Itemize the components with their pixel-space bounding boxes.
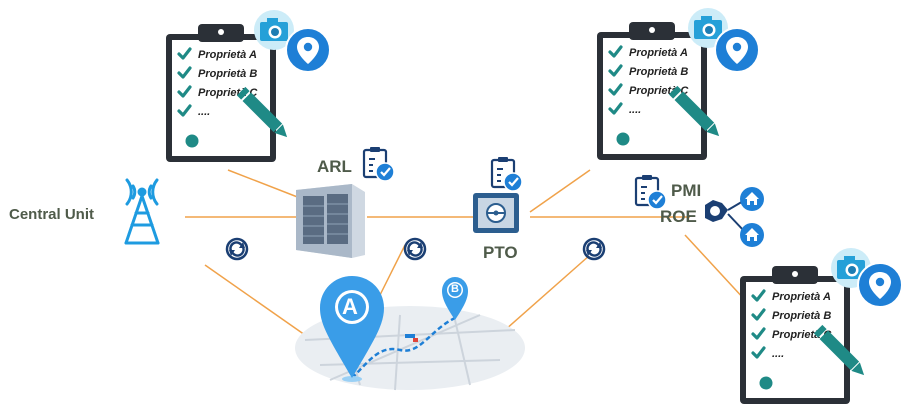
checklist-item: Proprietà A: [772, 291, 831, 303]
checklist-item: Proprietà B: [198, 68, 257, 80]
checklist-item: Proprietà A: [629, 47, 688, 59]
checklist-card: Proprietà A Proprietà B Proprietà C ....: [164, 22, 278, 164]
house-icon: [740, 187, 764, 211]
sync-icon: [582, 237, 606, 261]
house-icon: [740, 223, 764, 247]
roe-splitter-icon: [705, 199, 746, 233]
cabinet-icon: [296, 184, 365, 258]
clipboard-check-icon: [490, 155, 524, 193]
map-marker-b: [442, 277, 468, 320]
location-pin-icon: [857, 262, 903, 308]
antenna-icon: [124, 178, 160, 245]
pto-label: PTO: [483, 243, 518, 262]
checklist-item: Proprietà A: [198, 49, 257, 61]
pto-box-icon: [473, 193, 519, 233]
marker-a-label: A: [342, 294, 358, 319]
roe-label: ROE: [660, 207, 697, 226]
checklist-card: Proprietà A Proprietà B Proprietà C ....: [738, 264, 852, 406]
checklist-item: Proprietà B: [629, 66, 688, 78]
pmi-label: PMI: [671, 181, 702, 200]
clipboard-check-icon: [634, 173, 668, 211]
arl-label: ARL: [317, 157, 352, 176]
checklist-item: ....: [772, 348, 784, 360]
central-unit-label: Central Unit: [9, 206, 95, 223]
checklist-item: ....: [629, 104, 641, 116]
sync-icon: [225, 237, 249, 261]
sync-icon: [403, 237, 427, 261]
location-pin-icon: [285, 27, 331, 73]
connector-lines: [185, 169, 746, 336]
map-marker-a: [320, 276, 384, 378]
clipboard-check-icon: [362, 145, 396, 183]
marker-b-label: B: [451, 283, 459, 295]
location-pin-icon: [714, 27, 760, 73]
checklist-item: Proprietà B: [772, 310, 831, 322]
checklist-card: Proprietà A Proprietà B Proprietà C ....: [595, 20, 709, 162]
checklist-item: ....: [198, 106, 210, 118]
